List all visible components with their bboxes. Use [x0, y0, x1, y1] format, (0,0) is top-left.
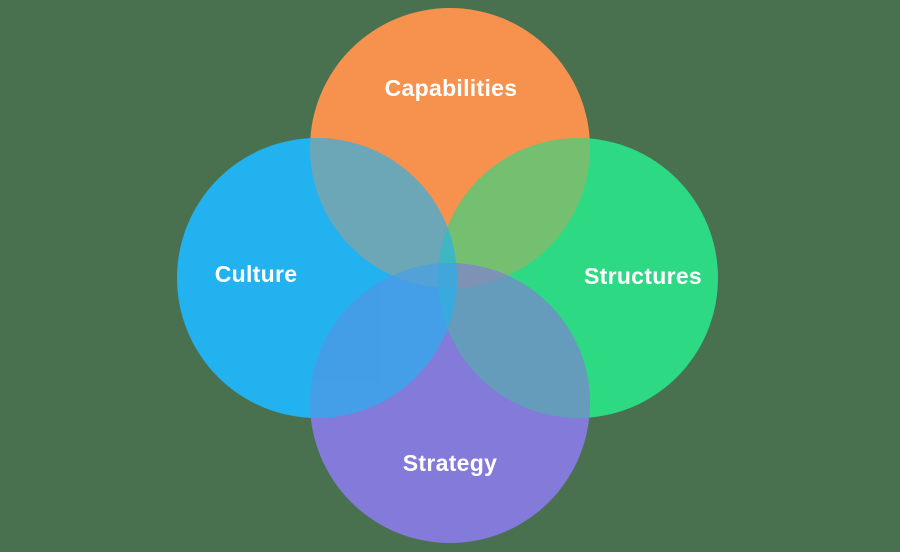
- label-strategy: Strategy: [403, 450, 497, 476]
- label-structures: Structures: [584, 263, 702, 289]
- venn-labels: Capabilities Culture Structures Strategy: [215, 75, 702, 476]
- label-capabilities: Capabilities: [385, 75, 518, 101]
- label-culture: Culture: [215, 261, 298, 287]
